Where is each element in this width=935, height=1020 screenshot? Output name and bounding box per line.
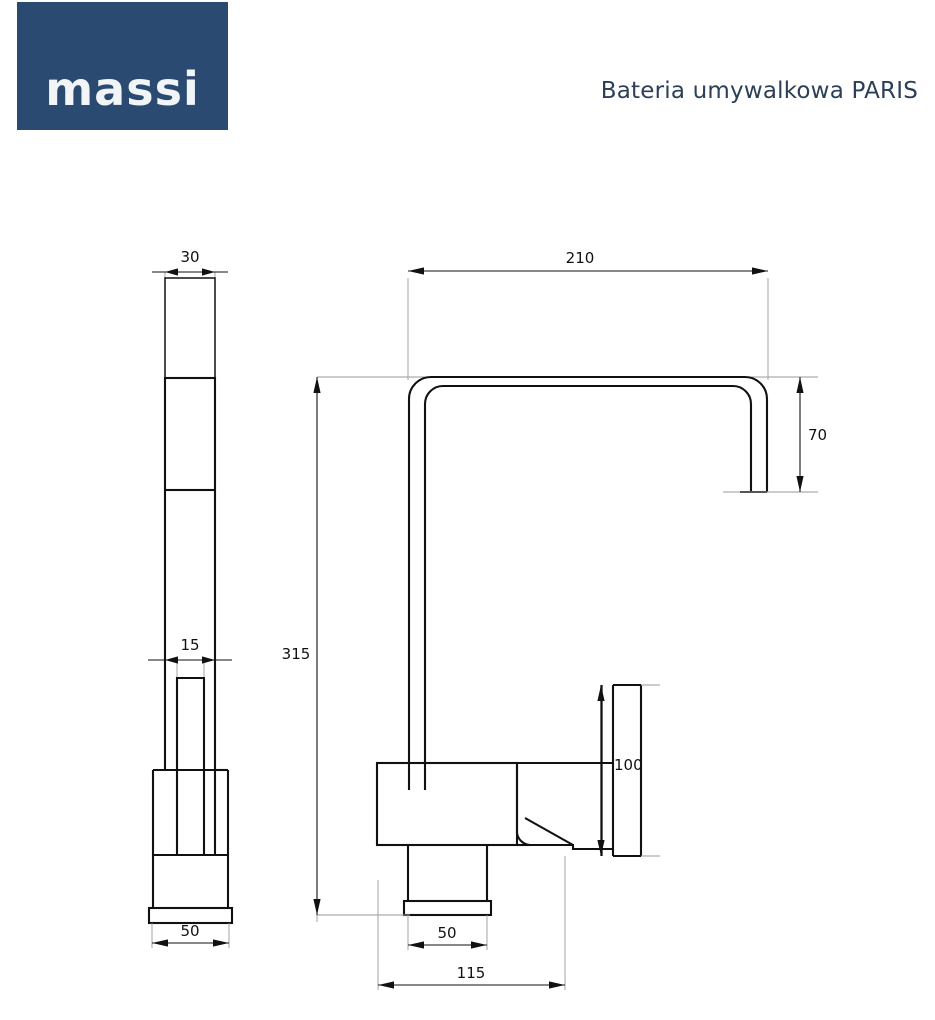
dim-front-spout-reach: 210 <box>566 249 595 267</box>
dim-front-base-diameter: 50 <box>437 924 456 942</box>
dim-handle-height-line <box>597 685 605 856</box>
dim-side-lever-width: 15 <box>180 636 199 654</box>
massi-logo: massi <box>17 2 228 130</box>
logo-wordmark: massi <box>45 62 200 116</box>
side-view-geometry <box>147 268 234 948</box>
page-title: Bateria umywalkowa PARIS <box>600 78 918 104</box>
dim-front-handle-height: 100 <box>614 756 643 774</box>
dim-side-base-width: 50 <box>180 922 199 940</box>
dim-front-overall-depth: 115 <box>457 964 486 982</box>
front-view-geometry <box>313 267 818 990</box>
page-header: massi Bateria umywalkowa PARIS <box>0 0 935 140</box>
dim-front-total-height: 315 <box>282 645 311 663</box>
dim-front-spout-height: 70 <box>808 426 827 444</box>
dim-side-width-top: 30 <box>180 248 199 266</box>
